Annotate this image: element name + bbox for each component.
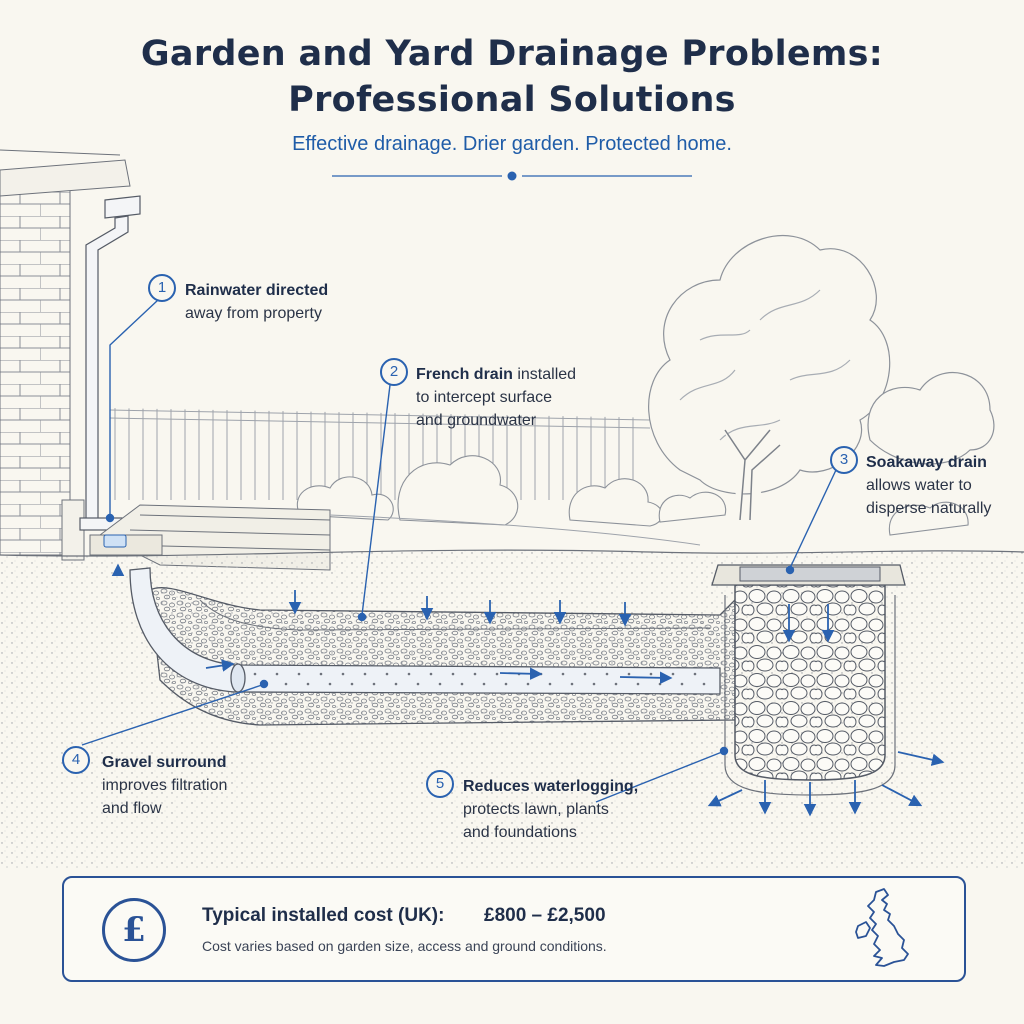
house-wall [0, 149, 131, 561]
callout-3-line-1: allows water to [866, 477, 972, 494]
cost-value: £800 – £2,500 [484, 905, 606, 926]
garden-fence [109, 408, 651, 500]
callout-french-drain: French drain installed to intercept surf… [416, 363, 576, 432]
callout-soakaway: Soakaway drain allows water to disperse … [866, 451, 991, 520]
page-subtitle: Effective drainage. Drier garden. Protec… [292, 133, 732, 155]
callout-rainwater: Rainwater directed away from property [185, 279, 328, 325]
callout-number-1: 1 [148, 274, 176, 302]
callout-1-heading: Rainwater directed [185, 282, 329, 299]
callout-2-line-2: and groundwater [416, 412, 537, 429]
callout-4-line-1: improves filtration [102, 777, 228, 794]
shrubs [296, 455, 969, 536]
callout-5-line-1: protects lawn, plants [463, 801, 609, 818]
callout-3-line-2: disperse naturally [866, 500, 992, 517]
callout-4-heading: Gravel surround [102, 754, 227, 771]
cost-note: Cost varies based on garden size, access… [202, 938, 607, 954]
callout-waterlogging: Reduces waterlogging, protects lawn, pla… [463, 775, 638, 844]
callout-gravel-surround: Gravel surround improves filtration and … [102, 751, 227, 820]
callout-5-line-2: and foundations [463, 824, 577, 841]
water-flow-arrows [111, 563, 945, 817]
title-divider [332, 171, 692, 181]
soakaway-chamber [711, 564, 906, 796]
callout-2-heading: French drain [416, 366, 513, 383]
page-title-line-1: Garden and Yard Drainage Problems: [140, 34, 884, 74]
pound-icon: £ [102, 898, 166, 962]
callout-3-heading: Soakaway drain [866, 454, 987, 471]
callout-1-line-1: away from property [185, 305, 322, 322]
callout-5-heading: Reduces waterlogging, [463, 778, 639, 795]
cost-label: Typical installed cost (UK): [202, 905, 445, 926]
callout-2-heading-suffix: installed [512, 366, 577, 383]
uk-map-icon [855, 888, 909, 967]
cost-panel: £ Typical installed cost (UK): £800 – £2… [62, 876, 966, 982]
callout-number-5: 5 [426, 770, 454, 798]
callout-number-4: 4 [62, 746, 90, 774]
callout-2-line-1: to intercept surface [416, 389, 553, 406]
tree-illustration [648, 235, 995, 521]
callout-number-3: 3 [830, 446, 858, 474]
callout-leader-lines [81, 299, 837, 803]
callout-number-2: 2 [380, 358, 408, 386]
callout-4-line-2: and flow [102, 800, 162, 817]
page-title-line-2: Professional Solutions [288, 80, 736, 120]
